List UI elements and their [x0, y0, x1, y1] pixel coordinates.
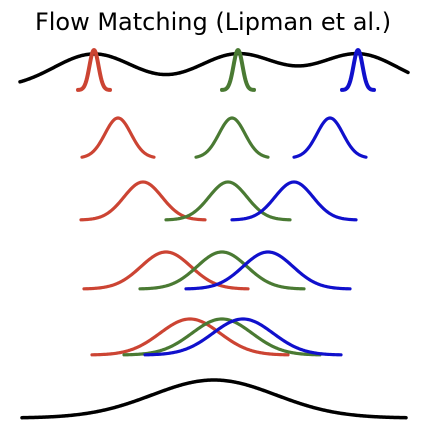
row-4-red-curve	[90, 317, 290, 357]
row-4-blue-curve	[143, 317, 343, 357]
row-1-green-curve	[194, 116, 270, 159]
row-3-blue-curve	[184, 250, 352, 291]
red-peak	[76, 48, 112, 92]
bottom-density-curve	[20, 378, 408, 420]
row-1-red-curve	[80, 116, 156, 159]
row-4-green-curve	[122, 317, 322, 357]
row-3-green-curve	[138, 250, 306, 291]
row-3-red-curve	[82, 250, 250, 291]
row-2-green-curve	[164, 180, 292, 222]
blue-peak	[340, 48, 376, 92]
green-peak	[220, 48, 256, 92]
top-density-curve	[18, 51, 410, 84]
row-2-red-curve	[79, 180, 207, 222]
row-2-blue-curve	[230, 180, 358, 222]
figure-title: Flow Matching (Lipman et al.)	[34, 8, 392, 36]
row-1-blue-curve	[292, 116, 368, 159]
